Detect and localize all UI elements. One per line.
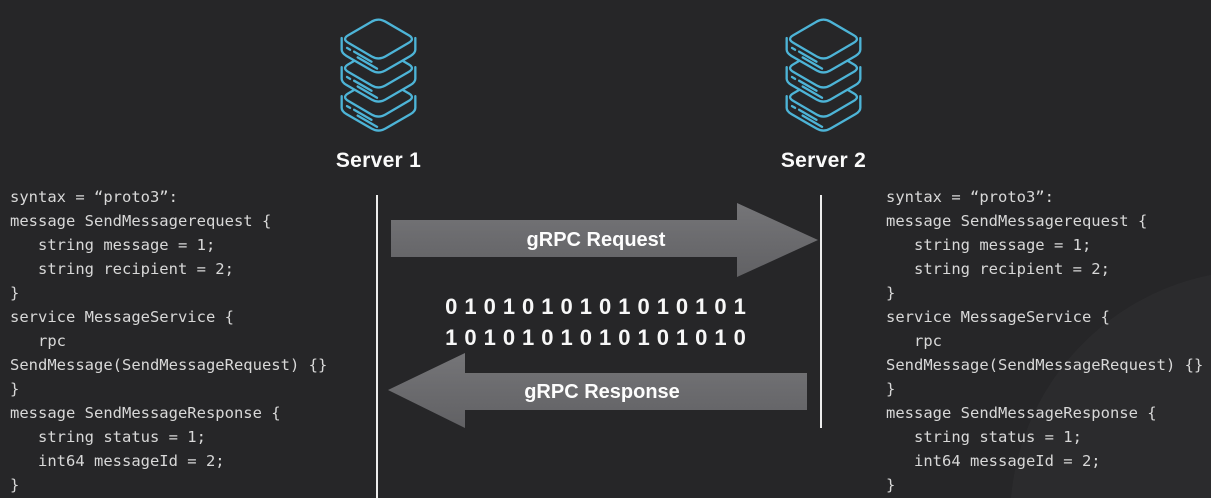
- server-1-label: Server 1: [335, 149, 422, 172]
- binary-line-2: 1010101010101010: [445, 325, 753, 350]
- server-2-label: Server 2: [780, 149, 867, 172]
- grpc-response-label: gRPC Response: [524, 381, 680, 403]
- left-arrow-shape: [388, 353, 807, 428]
- grpc-request-arrow: gRPC Request: [391, 203, 818, 277]
- right-arrow-shape: [391, 203, 818, 277]
- server-stack-icon: [330, 8, 427, 134]
- proto-code-left: syntax = “proto3”: message SendMessagere…: [10, 188, 328, 494]
- server-2-group: Server 2: [775, 8, 872, 173]
- lifeline-server-1: [376, 195, 378, 498]
- binary-line-1: 0101010101010101: [445, 294, 753, 319]
- server-stack-icon: [775, 8, 872, 134]
- grpc-request-label: gRPC Request: [527, 229, 666, 251]
- lifeline-server-2: [820, 195, 822, 428]
- proto-code-right: syntax = “proto3”: message SendMessagere…: [886, 188, 1204, 494]
- binary-stream: 0101010101010101 1010101010101010: [377, 291, 821, 353]
- server-1-group: Server 1: [330, 8, 427, 173]
- grpc-response-arrow: gRPC Response: [388, 353, 807, 428]
